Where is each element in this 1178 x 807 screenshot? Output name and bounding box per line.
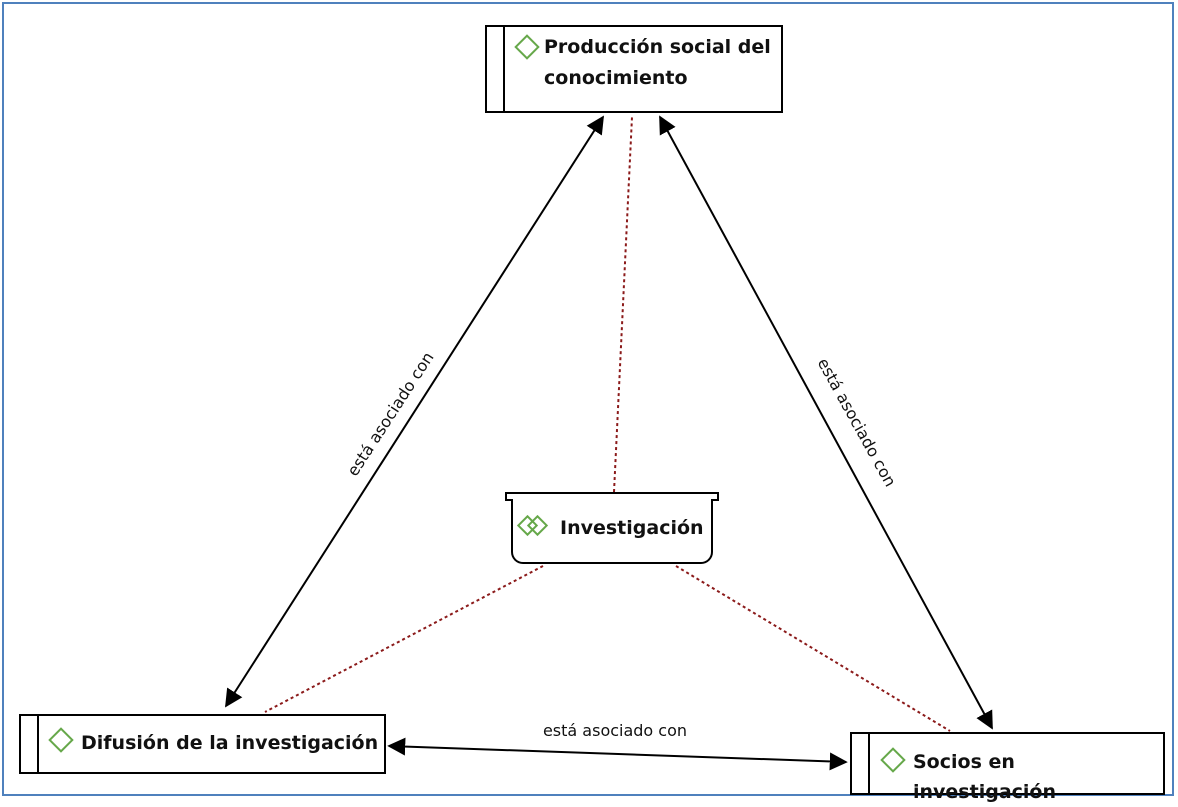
edge-label-left: está asociado con: [343, 348, 437, 479]
arrow-left: [225, 115, 604, 708]
node-investigacion-body: [511, 499, 713, 564]
node-label: Socios en investigación: [913, 751, 1056, 803]
diagram-frame: [2, 2, 1174, 796]
node-bar: [21, 716, 39, 772]
arrow-bottom: [387, 737, 848, 771]
node-label-line1: Producción social del: [544, 36, 771, 58]
node-bar: [852, 734, 870, 793]
node-difusion[interactable]: Difusión de la investigación: [19, 714, 386, 774]
node-label-line2: conocimiento: [544, 67, 688, 89]
diamond-icon: [880, 747, 906, 773]
dotted-link-difusion: [264, 565, 544, 713]
node-socios[interactable]: Socios en investigación: [850, 732, 1165, 803]
dotted-link-socios: [675, 565, 951, 732]
node-label: Difusión de la investigación: [81, 732, 379, 754]
diamond-icon: [514, 34, 540, 60]
node-bar: [487, 27, 505, 111]
diamond-icon: [48, 727, 74, 753]
dotted-link-produccion: [613, 116, 633, 493]
node-produccion-social[interactable]: Producción social del conocimiento: [485, 25, 783, 113]
double-diamond-icon: [516, 514, 553, 537]
node-investigacion[interactable]: Investigación: [505, 492, 719, 564]
edge-label-bottom: está asociado con: [543, 721, 687, 740]
arrow-right: [659, 115, 993, 730]
node-label: Investigación: [560, 517, 704, 539]
